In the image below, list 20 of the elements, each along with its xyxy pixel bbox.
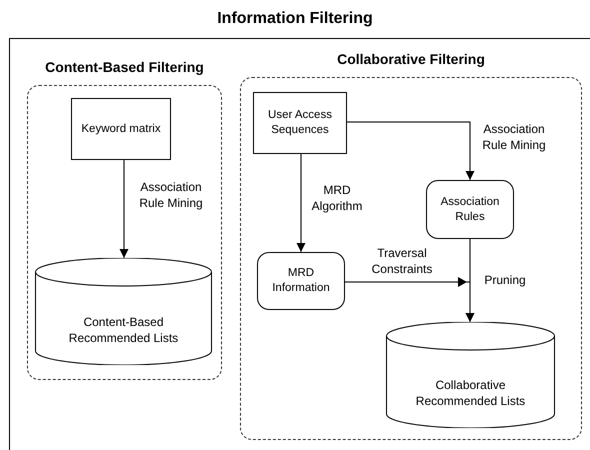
node-text: User Access Sequences [267, 108, 333, 138]
process-box [253, 92, 347, 154]
rounded-box [426, 180, 514, 239]
rounded-box [257, 252, 345, 310]
database-cylinder [386, 322, 555, 428]
arrow [346, 122, 474, 180]
frame-border [9, 38, 590, 450]
arrow [344, 277, 474, 322]
group-heading: Collaborative Filtering [336, 51, 486, 67]
diagram-title: Information Filtering [216, 10, 374, 28]
node-text: MRD Information [271, 266, 331, 296]
process-box [71, 98, 171, 160]
node-text: Collaborative Recommended Lists [414, 377, 526, 410]
arrow [296, 154, 306, 252]
node-text: Keyword matrix [80, 122, 162, 136]
database-cylinder [35, 258, 212, 365]
group-heading: Content-Based Filtering [44, 59, 205, 75]
node-text: Association Rules [440, 194, 500, 224]
node-text: Content-Based Recommended Lists [68, 314, 180, 346]
arrow [120, 160, 128, 258]
